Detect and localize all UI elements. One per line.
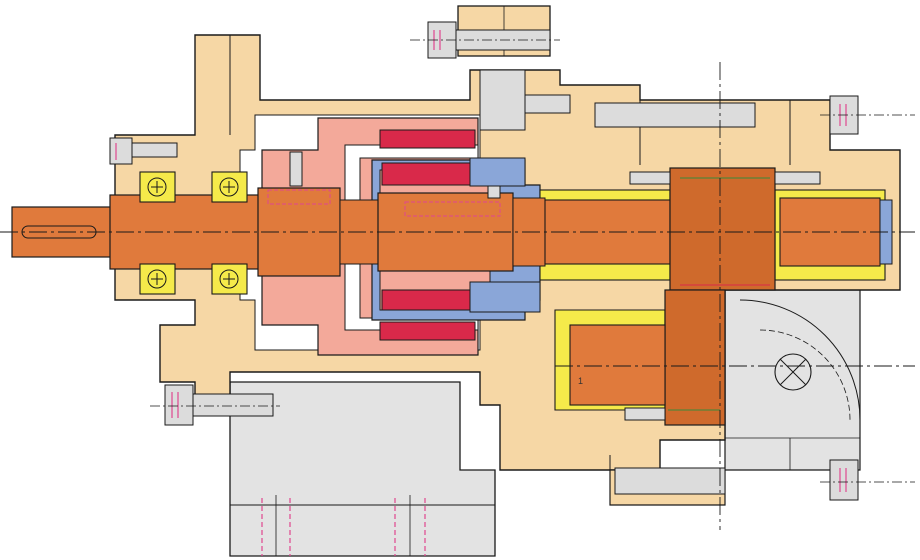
bolt-lower-right (614, 459, 859, 501)
bolt-left-top (109, 137, 178, 165)
pump-gears (569, 167, 776, 426)
pump-housing-gray (724, 289, 861, 471)
bolt-upper-right (594, 95, 859, 135)
bolt-lower-left (164, 384, 274, 426)
base-foot (229, 381, 496, 557)
part-number-label: 1 (578, 376, 583, 386)
left-bearings (139, 171, 248, 295)
port-symbol (774, 353, 812, 391)
seal-blocks (469, 69, 541, 313)
bearing-top-left (139, 171, 176, 203)
bearing-top-right (211, 171, 248, 203)
bearing-bottom-right (211, 263, 248, 295)
centerlines (0, 39, 915, 530)
bearing-bottom-left (139, 263, 176, 295)
magnets (379, 129, 476, 341)
